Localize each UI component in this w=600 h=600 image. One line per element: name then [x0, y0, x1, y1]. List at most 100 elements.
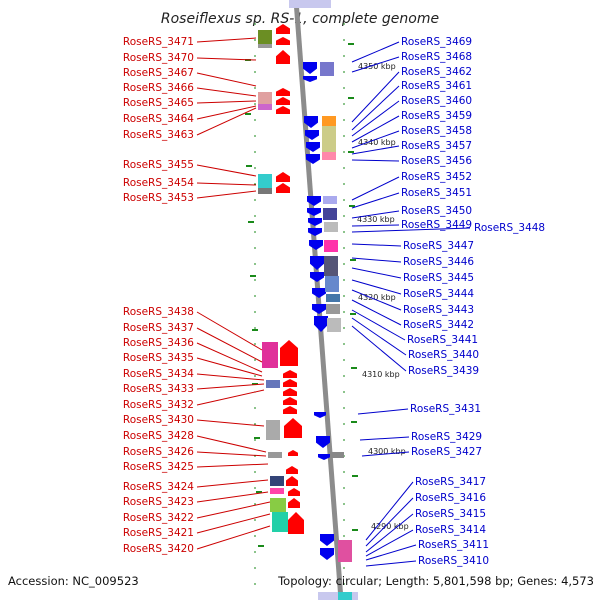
- right-leader-line: [365, 513, 414, 553]
- right-leader-line: [359, 436, 410, 441]
- right-gene-label: RoseRS_3429: [411, 431, 482, 443]
- homology-block: [324, 256, 338, 276]
- right-gene-label: RoseRS_3461: [401, 80, 472, 92]
- right-leader-line: [351, 115, 400, 143]
- forward-gene-arrow: [276, 88, 290, 96]
- homology-block: [270, 476, 284, 486]
- forward-gene-arrow: [284, 418, 302, 438]
- reverse-gene-arrow: [303, 62, 317, 74]
- right-gene-label: RoseRS_3452: [401, 171, 472, 183]
- left-gene-label: RoseRS_3434: [123, 368, 194, 380]
- left-leader-line: [196, 164, 257, 177]
- left-gene-label: RoseRS_3420: [123, 543, 194, 555]
- right-gene-label: RoseRS_3439: [408, 365, 479, 377]
- homology-block: [327, 318, 341, 332]
- left-leader-line: [196, 435, 267, 453]
- reverse-gene-arrow: [314, 316, 328, 332]
- reverse-gene-arrow: [305, 130, 319, 140]
- right-gene-label: RoseRS_3431: [410, 403, 481, 415]
- right-leader-line: [351, 317, 407, 356]
- homology-block: [322, 116, 336, 126]
- homology-block: [324, 240, 338, 252]
- right-gene-label: RoseRS_3440: [408, 349, 479, 361]
- right-gene-label: RoseRS_3457: [401, 140, 472, 152]
- right-gene-label: RoseRS_3451: [401, 187, 472, 199]
- reverse-gene-arrow: [310, 272, 324, 282]
- left-leader-line: [196, 525, 271, 550]
- right-leader-line: [351, 257, 402, 263]
- right-leader-line: [351, 130, 400, 149]
- homology-block: [324, 222, 338, 232]
- right-gene-label: RoseRS_3414: [415, 524, 486, 536]
- left-gene-label: RoseRS_3433: [123, 383, 194, 395]
- left-gene-label: RoseRS_3435: [123, 352, 194, 364]
- homology-block: [262, 342, 278, 368]
- left-leader-line: [196, 357, 263, 377]
- left-gene-label: RoseRS_3436: [123, 337, 194, 349]
- right-gene-label: RoseRS_3443: [403, 304, 474, 316]
- right-leader-line: [351, 41, 400, 63]
- reverse-gene-arrow: [307, 208, 321, 216]
- homology-block: [338, 540, 352, 562]
- forward-gene-arrow: [276, 37, 290, 45]
- right-leader-line: [351, 159, 400, 162]
- homology-block: [323, 208, 337, 220]
- left-gene-label: RoseRS_3465: [123, 97, 194, 109]
- homology-block: [322, 152, 336, 160]
- forward-gene-arrow: [283, 370, 297, 378]
- left-leader-line: [196, 100, 257, 104]
- homology-block: [270, 498, 286, 512]
- accession-text: Accession: NC_009523: [8, 574, 139, 588]
- right-leader-line: [365, 529, 414, 557]
- forward-gene-arrow: [276, 24, 290, 34]
- right-gene-label: RoseRS_3447: [403, 240, 474, 252]
- left-leader-line: [196, 105, 257, 120]
- homology-block: [258, 174, 272, 188]
- forward-gene-arrow: [288, 488, 300, 496]
- reverse-gene-arrow: [310, 256, 324, 270]
- left-gene-label: RoseRS_3430: [123, 414, 194, 426]
- left-gene-label: RoseRS_3437: [123, 322, 194, 334]
- forward-gene-arrow: [288, 498, 300, 508]
- scale-label: 4340 kbp: [358, 138, 396, 147]
- forward-gene-arrow: [276, 106, 290, 114]
- right-leader-line: [351, 299, 402, 326]
- scale-label: 4350 kbp: [358, 62, 396, 71]
- forward-gene-arrow: [276, 172, 290, 182]
- left-gene-labels: RoseRS_3471RoseRS_3470RoseRS_3467RoseRS_…: [123, 36, 271, 555]
- left-gene-label: RoseRS_3470: [123, 52, 194, 64]
- left-leader-line: [196, 190, 257, 199]
- forward-gene-arrow: [286, 466, 298, 474]
- right-gene-label: RoseRS_3416: [415, 492, 486, 504]
- right-leader-line: [351, 56, 400, 73]
- left-gene-label: RoseRS_3467: [123, 67, 194, 79]
- right-gene-label: RoseRS_3462: [401, 66, 472, 78]
- right-leader-line: [351, 176, 400, 201]
- reverse-gene-arrow: [303, 76, 317, 82]
- genome-summary-text: Topology: circular; Length: 5,801,598 bp…: [278, 574, 594, 588]
- homology-block: [270, 488, 284, 494]
- right-leader-line: [351, 309, 406, 341]
- left-gene-label: RoseRS_3454: [123, 177, 194, 189]
- right-leader-line: [365, 497, 414, 547]
- left-leader-line: [196, 72, 257, 87]
- left-leader-line: [196, 87, 257, 97]
- reverse-gene-arrow: [308, 228, 322, 236]
- left-leader-line: [196, 463, 269, 468]
- homology-block: [323, 196, 337, 204]
- homology-block: [258, 30, 272, 44]
- left-gene-label: RoseRS_3463: [123, 129, 194, 141]
- right-gene-label: RoseRS_3415: [415, 508, 486, 520]
- forward-gene-arrow: [276, 183, 290, 193]
- scale-label: 4290 kbp: [371, 522, 409, 531]
- scale-label: 4320 kbp: [358, 293, 396, 302]
- right-leader-line: [351, 192, 400, 209]
- right-leader-line: [351, 227, 471, 233]
- left-leader-line: [196, 389, 265, 406]
- scale-label: 4310 kbp: [362, 370, 400, 379]
- right-gene-label: RoseRS_3417: [415, 476, 486, 488]
- right-gene-label: RoseRS_3458: [401, 125, 472, 137]
- left-leader-line: [196, 513, 271, 534]
- left-gene-label: RoseRS_3455: [123, 159, 194, 171]
